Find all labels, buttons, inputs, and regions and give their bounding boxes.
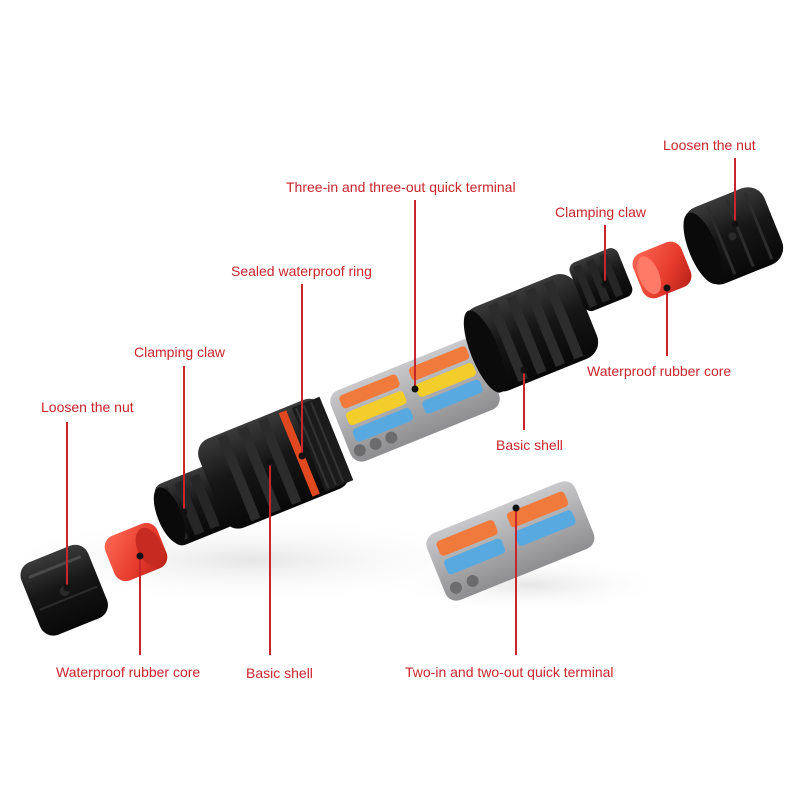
leader-dot [180,508,188,516]
label-waterproof-rubber-core-left: Waterproof rubber core [56,664,201,680]
label-basic-shell-left: Basic shell [246,665,313,681]
leader-dot [298,452,306,460]
right-basic-shell [463,274,599,393]
right-loosen-nut [683,187,784,285]
label-clamping-claw-right: Clamping claw [555,204,647,220]
label-loosen-nut-right: Loosen the nut [663,137,756,153]
leader-dot [520,366,528,374]
label-waterproof-rubber-core-right: Waterproof rubber core [587,363,732,379]
label-two-in-two-out-terminal: Two-in and two-out quick terminal [405,664,614,680]
leader-dot [63,584,71,592]
left-loosen-nut [20,544,108,636]
leader-lines [63,158,739,655]
leader-dot [512,504,520,512]
two-terminal-block [426,481,595,601]
label-loosen-nut-left: Loosen the nut [41,399,134,415]
leader-dot [266,458,274,466]
leader-dot [731,220,739,228]
label-basic-shell-right: Basic shell [496,437,563,453]
leader-dot [411,385,419,393]
label-clamping-claw-left: Clamping claw [134,344,226,360]
label-three-in-three-out-terminal: Three-in and three-out quick terminal [286,179,516,195]
leader-dot [136,552,144,560]
label-sealed-waterproof-ring: Sealed waterproof ring [231,263,372,279]
left-basic-shell [198,396,354,529]
three-terminal-block [330,338,500,462]
right-rubber-core [632,241,692,299]
leader-dot [601,280,609,288]
leader-dot [663,284,671,292]
